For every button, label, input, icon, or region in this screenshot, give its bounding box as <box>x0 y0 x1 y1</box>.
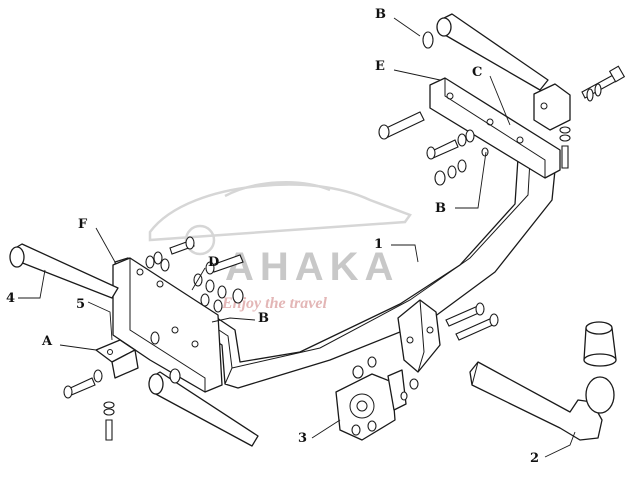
watermark-brand: AHAKA <box>225 245 399 289</box>
socket-plate <box>335 369 407 441</box>
label-3: 3 <box>298 431 307 446</box>
tow-ball-neck <box>469 321 617 441</box>
label-a: A <box>41 334 53 349</box>
label-4: 4 <box>6 291 15 306</box>
label-c: C <box>472 65 482 80</box>
fasteners <box>63 31 626 441</box>
label-e: E <box>375 59 385 74</box>
left-bracket <box>95 339 139 379</box>
label-b-right: B <box>435 201 446 216</box>
watermark-tagline: Enjoy the travel <box>221 295 327 312</box>
main-crossbar <box>112 77 561 393</box>
label-f: F <box>78 217 88 232</box>
label-d: D <box>208 255 219 270</box>
label-b-mid: B <box>258 311 269 326</box>
label-b-top: B <box>375 7 386 22</box>
lower-strap <box>148 371 259 447</box>
left-strap <box>9 243 119 299</box>
leader-lines <box>18 17 576 458</box>
top-strap <box>436 13 571 131</box>
label-1: 1 <box>374 237 383 252</box>
label-2: 2 <box>530 451 539 466</box>
label-5: 5 <box>76 297 85 312</box>
